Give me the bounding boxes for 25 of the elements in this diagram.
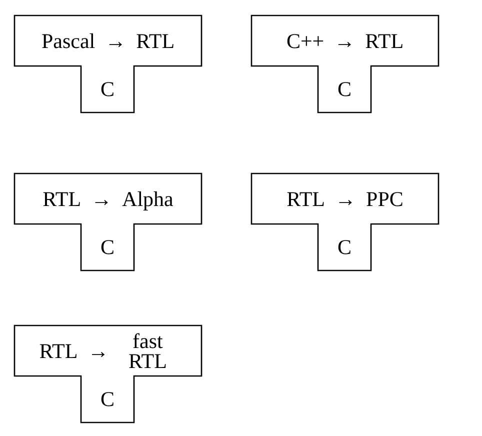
source-language: Pascal [41, 30, 96, 50]
implementation-language: C [337, 77, 352, 102]
arrow-sign: → [91, 188, 112, 208]
target-language: Alpha [122, 188, 174, 208]
arrow-sign: → [105, 30, 126, 50]
implementation-language: C [100, 77, 114, 102]
source-language: RTL [286, 188, 326, 208]
arrow-sign: → [335, 188, 356, 208]
source-language: RTL [42, 188, 82, 208]
target-language: PPC [366, 188, 404, 208]
arrow-sign: → [88, 340, 109, 360]
target-language: RTL [136, 30, 175, 50]
arrow-sign: → [334, 30, 356, 50]
target-language: fast RTL [128, 330, 168, 370]
target-language: RTL [365, 30, 404, 50]
t-diagram [251, 15, 439, 113]
implementation-language: C [100, 235, 114, 260]
t-diagram [251, 173, 439, 271]
t-diagram [14, 173, 202, 271]
source-language: RTL [39, 340, 78, 360]
t-diagram [14, 325, 202, 423]
t-diagram [14, 15, 202, 113]
implementation-language: C [337, 235, 352, 260]
implementation-language: C [100, 387, 114, 412]
source-language: C++ [286, 30, 324, 50]
